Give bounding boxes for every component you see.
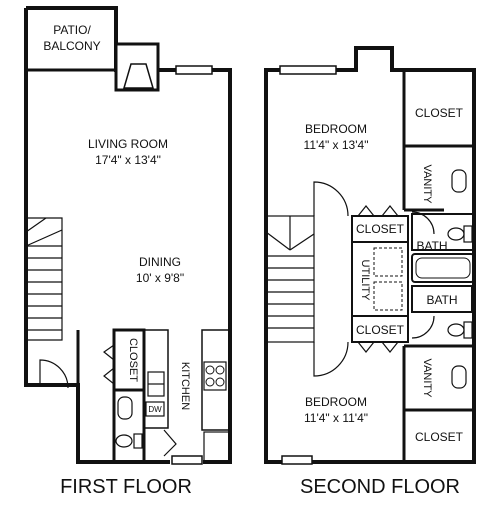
bath-top-toilet xyxy=(447,227,465,241)
dining-size: 10' x 9'8" xyxy=(136,271,184,285)
washer xyxy=(373,247,403,277)
first-floor-labels: PATIO/ BALCONY LIVING ROOM 17'4" x 13'4"… xyxy=(43,23,192,498)
first-floor-caption: FIRST FLOOR xyxy=(60,476,192,498)
bedroom-top-label: BEDROOM xyxy=(305,122,367,136)
window-bedroom-bottom xyxy=(281,455,313,465)
bath-top-tank xyxy=(463,225,473,243)
first-floor xyxy=(24,6,232,465)
entry-door xyxy=(39,359,69,389)
kitchen-counter-right xyxy=(201,329,231,431)
kitchen-label: KITCHEN xyxy=(179,362,191,410)
patio-label-2: BALCONY xyxy=(43,39,100,53)
bath-bottom-label: BATH xyxy=(426,293,457,307)
utility-label: UTILITY xyxy=(359,260,371,302)
closet-door xyxy=(102,344,115,385)
window-bedroom-top xyxy=(279,65,337,75)
closet-label: CLOSET xyxy=(127,338,139,382)
living-room-size: 17'4" x 13'4" xyxy=(95,153,161,167)
window-first-bottom xyxy=(171,455,203,465)
bathtub xyxy=(411,253,475,283)
stove xyxy=(203,361,227,391)
dryer xyxy=(373,281,403,311)
burner xyxy=(215,365,225,375)
vanity-top-sink xyxy=(451,169,467,193)
second-floor-outer-wall xyxy=(264,46,476,464)
refrigerator xyxy=(203,431,231,463)
bedroom-bottom-label: BEDROOM xyxy=(305,395,367,409)
closet-bottom-right-label: CLOSET xyxy=(415,430,464,444)
closet-doors xyxy=(357,205,399,353)
bath-bottom-toilet xyxy=(447,323,465,337)
bathtub-inner xyxy=(415,257,471,279)
half-bath-toilet xyxy=(115,434,133,448)
half-bath-tank xyxy=(133,433,143,449)
hall-closet-top-label: CLOSET xyxy=(356,222,405,236)
vanity-top-label: VANITY xyxy=(421,165,433,205)
burner xyxy=(205,377,215,387)
hall-closet-bottom xyxy=(351,315,409,343)
bath-bottom-tank xyxy=(463,321,473,339)
half-bath-sink xyxy=(117,396,133,420)
vanity-bottom-sink xyxy=(451,365,467,389)
living-room-label: LIVING ROOM xyxy=(88,137,168,151)
dining-label: DINING xyxy=(139,255,181,269)
dishwasher xyxy=(145,401,165,417)
burner xyxy=(215,377,225,387)
vanity-bottom-label: VANITY xyxy=(421,359,433,399)
second-floor-stairs xyxy=(265,215,315,343)
bedroom-top-door xyxy=(313,181,349,217)
bedroom-bottom-size: 11'4" x 11'4" xyxy=(304,411,368,425)
bedroom-bottom-door xyxy=(313,341,349,377)
patio-label: PATIO/ xyxy=(53,23,91,37)
kitchen-counter-left xyxy=(143,329,169,429)
hall-closet-bottom-label: CLOSET xyxy=(356,323,405,337)
second-floor-labels: BEDROOM 11'4" x 13'4" BEDROOM 11'4" x 11… xyxy=(300,106,464,498)
pantry-door xyxy=(163,429,177,457)
bath-top-label: BATH xyxy=(416,239,447,253)
first-floor-stairs xyxy=(25,217,63,341)
dishwasher-label: DW xyxy=(148,405,162,414)
burner xyxy=(205,365,215,375)
fireplace-hearth xyxy=(123,63,154,89)
window-living xyxy=(175,65,213,75)
bedroom-top-size: 11'4" x 13'4" xyxy=(304,138,369,152)
second-floor-caption: SECOND FLOOR xyxy=(300,476,460,498)
bath-top xyxy=(411,213,475,251)
second-floor xyxy=(264,46,476,465)
bath-bottom-box xyxy=(411,285,473,313)
closet-top-right-label: CLOSET xyxy=(415,106,464,120)
bath-top-door xyxy=(411,211,435,235)
bath-bottom-door xyxy=(411,315,435,339)
